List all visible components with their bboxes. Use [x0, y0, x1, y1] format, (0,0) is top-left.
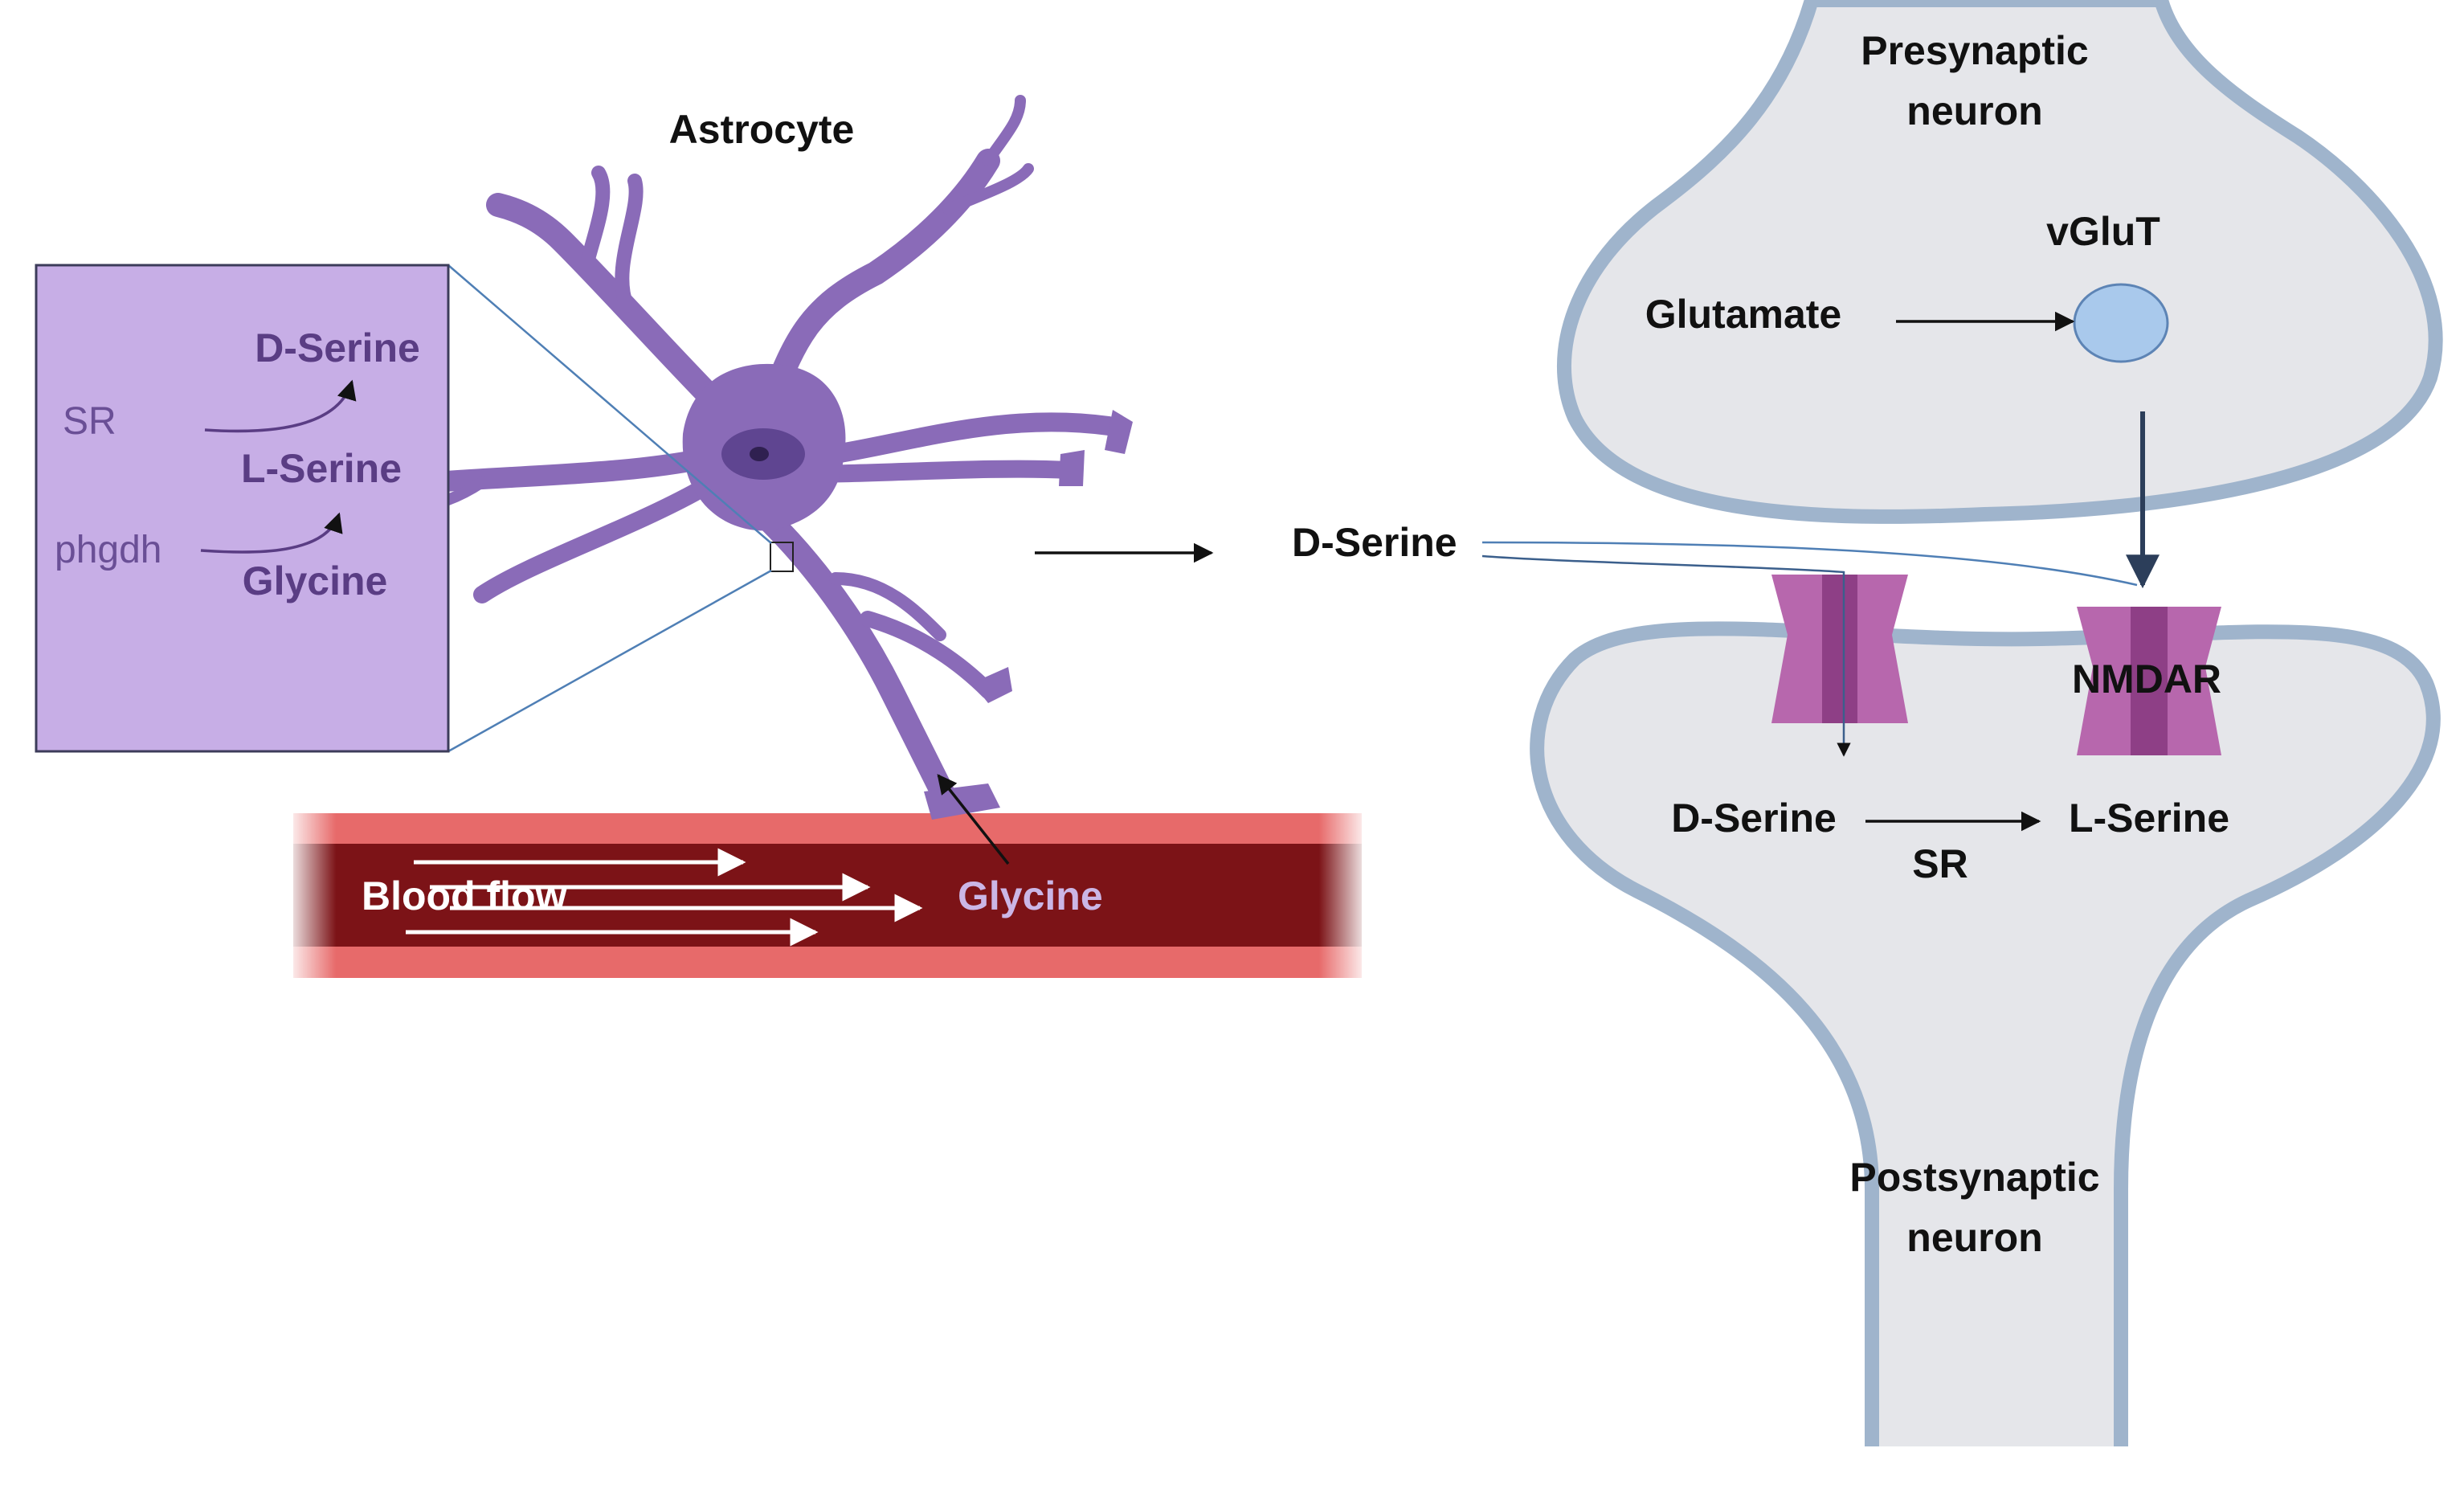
postsynaptic-label-line2: neuron: [1906, 1215, 2042, 1260]
zoom-line-bottom: [447, 569, 772, 753]
astrocyte-title: Astrocyte: [669, 107, 855, 152]
astrocyte-endfoot-lower: [972, 667, 1012, 703]
inset-arrow-phgdh: [200, 512, 343, 554]
inset-glycine: Glycine: [243, 558, 388, 603]
astrocyte-endfoot-right: [1059, 450, 1085, 486]
glycine-uptake-arrow: [937, 774, 1010, 865]
dserine-to-channel-path: [1481, 554, 1851, 757]
post-d-serine-label: D-Serine: [1671, 796, 1837, 841]
dserine-to-nmdar-path: [1481, 541, 2138, 587]
post-enzyme-sr-label: SR: [1912, 841, 1968, 886]
presynaptic-neuron-body: [1557, 0, 2443, 524]
nmdar-receptor: [2077, 607, 2221, 755]
released-d-serine-label: D-Serine: [1292, 520, 1457, 565]
blood-flow-label: Blood flow: [362, 873, 567, 918]
postsynaptic-neuron-body: [1530, 621, 2441, 1446]
inset-enzyme-sr: SR: [63, 400, 116, 443]
zoom-line-top: [447, 264, 772, 544]
inset-arrow-sr: [204, 379, 357, 433]
postsynaptic-neuron: [1530, 621, 2441, 1446]
presynaptic-neuron: [1557, 0, 2443, 524]
inset-enzyme-phgdh: phgdh: [55, 529, 161, 571]
inset-d-serine: D-Serine: [255, 325, 420, 370]
channel-left: [1771, 575, 1908, 723]
vglut-label: vGluT: [2046, 209, 2160, 254]
presynaptic-label-line2: neuron: [1906, 88, 2042, 133]
blood-vessel: [293, 813, 1362, 978]
astrocyte-nucleolus: [750, 447, 769, 461]
inset-box: [35, 264, 450, 753]
inset-l-serine: L-Serine: [241, 446, 402, 491]
astrocyte-endfoot-top: [1105, 410, 1133, 454]
glutamate-label: Glutamate: [1645, 292, 1842, 337]
nmdar-label: NMDAR: [2072, 657, 2221, 702]
zoom-box: [770, 542, 794, 572]
postsynaptic-label-line1: Postsynaptic: [1849, 1155, 2099, 1200]
post-l-serine-label: L-Serine: [2069, 796, 2229, 841]
vessel-glycine-label: Glycine: [958, 873, 1103, 918]
presynaptic-label-line1: Presynaptic: [1861, 28, 2088, 73]
vglut-vesicle: [2073, 283, 2169, 363]
